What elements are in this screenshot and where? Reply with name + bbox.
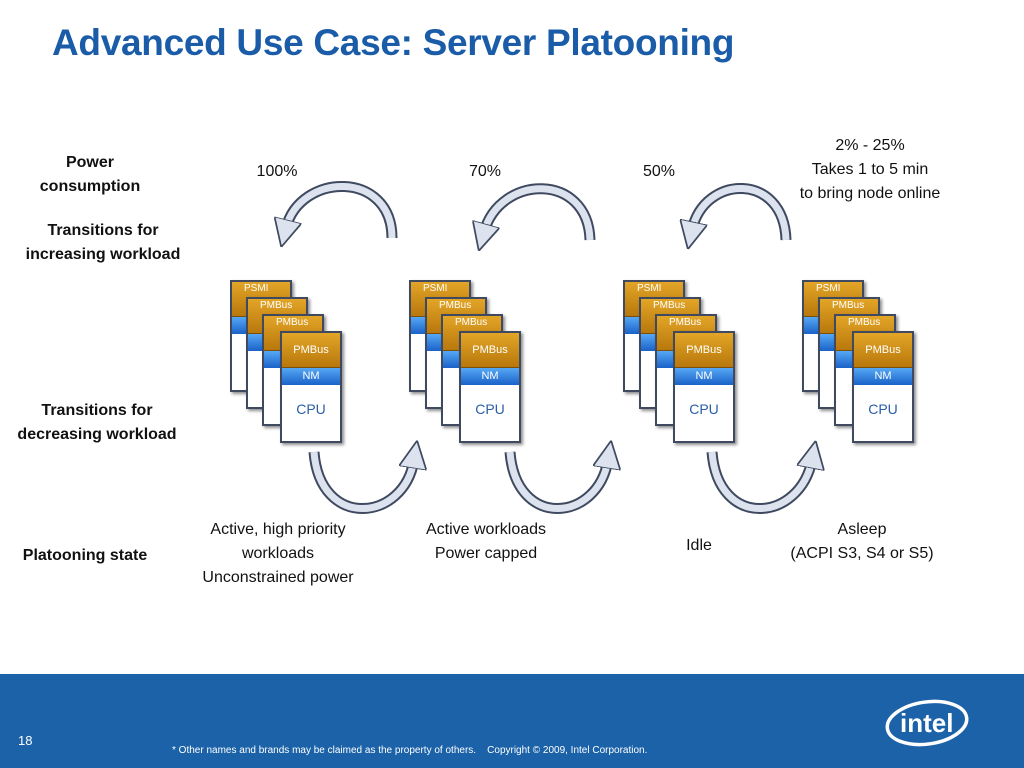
nm-block: NM	[461, 368, 519, 385]
stage-1-power-line: 100%	[256, 163, 298, 180]
stage-4-power-line1: 2% - 25%	[835, 137, 905, 154]
cpu-label: CPU	[475, 401, 505, 417]
stage-1-state-line3: Unconstrained power	[202, 569, 354, 586]
decrease-arrow-3	[706, 451, 818, 514]
cpu-label: CPU	[868, 401, 898, 417]
decreasing-label-line1: Transitions for	[41, 402, 153, 419]
stage-1-state-line1: Active, high priority	[210, 521, 346, 538]
server-stack-3: PSMI PMBus PMBus PMBus NM CPU	[623, 280, 823, 450]
stage-2-power: 70%	[469, 160, 501, 184]
decreasing-workload-label: Transitions for decreasing workload	[17, 399, 176, 447]
intel-logo: intel	[882, 690, 976, 752]
intel-logo-text: intel	[900, 708, 953, 738]
stage-4-power-line2: Takes 1 to 5 min	[811, 161, 929, 178]
pmbus-block: PMBus	[282, 333, 340, 368]
slide-title: Advanced Use Case: Server Platooning	[52, 22, 735, 63]
footer-band	[0, 674, 1024, 768]
cpu-label: CPU	[689, 401, 719, 417]
decreasing-label-line2: decreasing workload	[17, 426, 177, 443]
increasing-arrows	[286, 181, 792, 241]
stage-1-state-line2: workloads	[241, 545, 315, 562]
pmbus-block: PMBus	[854, 333, 912, 368]
platooning-state-label: Platooning state	[22, 547, 148, 564]
stage-3-state-line1: Idle	[686, 537, 712, 554]
server-stack-1: PSMI PMBus PMBus PMBus NM CPU	[230, 280, 430, 450]
increase-arrow-2	[478, 183, 596, 241]
cpu-label: CPU	[296, 401, 326, 417]
stage-1-power: 100%	[257, 160, 298, 184]
decrease-arrow-2	[504, 451, 614, 514]
increase-arrow-3	[686, 183, 792, 241]
intel-logo-icon: intel	[885, 699, 969, 747]
nm-block: NM	[282, 368, 340, 385]
stage-2-state: Active workloads Power capped	[426, 518, 546, 566]
stage-1-state: Active, high priority workloads Unconstr…	[202, 518, 353, 590]
power-label-line1: Power	[65, 154, 114, 171]
decrease-arrow-1	[308, 451, 420, 514]
decreasing-arrows	[308, 451, 818, 514]
server-card-front: PMBus NM CPU	[852, 331, 914, 443]
server-card-front: PMBus NM CPU	[280, 331, 342, 443]
stage-4-power: 2% - 25% Takes 1 to 5 min to bring node …	[800, 134, 941, 206]
increasing-label-line2: increasing workload	[25, 246, 181, 263]
power-consumption-label: Power consumption	[40, 151, 140, 199]
pmbus-block: PMBus	[461, 333, 519, 368]
increasing-label-line1: Transitions for	[47, 222, 159, 239]
stage-3-state: Idle	[686, 534, 712, 558]
page-number: 18	[18, 733, 33, 748]
nm-block: NM	[675, 368, 733, 385]
server-stack-2: PSMI PMBus PMBus PMBus NM CPU	[409, 280, 609, 450]
stage-4-power-line3: to bring node online	[799, 185, 941, 202]
stage-2-power-line: 70%	[468, 163, 502, 180]
footer-text: * Other names and brands may be claimed …	[172, 745, 648, 756]
stage-3-power: 50%	[643, 160, 675, 184]
server-card-front: PMBus NM CPU	[673, 331, 735, 443]
stage-3-power-line: 50%	[642, 163, 676, 180]
server-card-front: PMBus NM CPU	[459, 331, 521, 443]
server-stack-4: PSMI PMBus PMBus PMBus NM CPU	[802, 280, 1002, 450]
increasing-workload-label: Transitions for increasing workload	[26, 219, 181, 267]
stage-4-state-line2: (ACPI S3, S4 or S5)	[790, 545, 934, 562]
nm-block: NM	[854, 368, 912, 385]
transition-arrows	[0, 181, 1024, 514]
stage-4-state-line1: Asleep	[837, 521, 887, 538]
power-label-line2: consumption	[39, 178, 141, 195]
stage-2-state-line2: Power capped	[434, 545, 538, 562]
stage-4-state: Asleep (ACPI S3, S4 or S5)	[790, 518, 933, 566]
stage-2-state-line1: Active workloads	[425, 521, 547, 538]
pmbus-block: PMBus	[675, 333, 733, 368]
